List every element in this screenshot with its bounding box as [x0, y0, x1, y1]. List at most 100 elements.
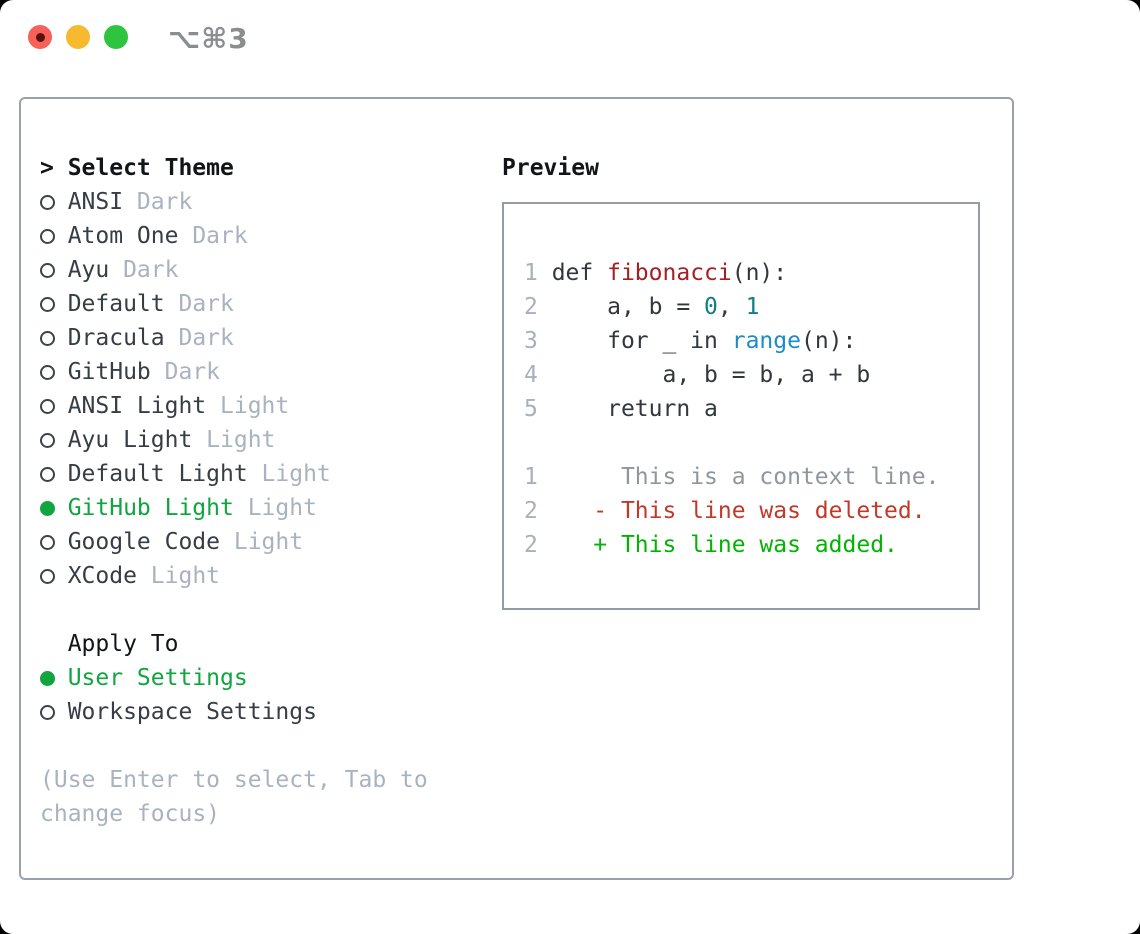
radio-icon: [40, 534, 68, 550]
code-segment-num: 0: [704, 294, 718, 320]
code-segment-fg: def: [537, 260, 608, 286]
select-theme-title: Select Theme: [67, 155, 234, 181]
code-segment-fg: (n):: [800, 328, 857, 354]
titlebar: ⌥⌘3: [0, 0, 1140, 97]
radio-selected-icon: [40, 500, 68, 516]
apply-option-label: Workspace Settings: [67, 699, 317, 725]
theme-variant-label: Dark: [164, 359, 221, 385]
theme-option-label: Google Code: [67, 529, 221, 555]
line-number: 5: [524, 396, 538, 422]
theme-option-label: Default Light: [67, 461, 248, 487]
code-line: 2 - This line was deleted.: [524, 494, 978, 528]
code-segment-builtin: range: [731, 328, 801, 354]
radio-icon: [40, 704, 68, 720]
code-line: 2 a, b = 0, 1: [524, 290, 978, 324]
code-line: 1 This is a context line.: [524, 460, 978, 494]
radio-icon: [40, 330, 68, 346]
close-dot-icon: [35, 32, 45, 42]
theme-option-label: GitHub Light: [67, 495, 234, 521]
code-segment-added: + This line was added.: [537, 532, 898, 558]
theme-option-github[interactable]: GitHub Dark: [40, 355, 502, 389]
code-line: 2 + This line was added.: [524, 528, 978, 562]
code-line: 4 a, b = b, a + b: [524, 358, 978, 392]
line-number: 2: [524, 498, 538, 524]
theme-option-xcode[interactable]: XCode Light: [40, 559, 502, 593]
line-number: 1: [524, 260, 538, 286]
line-number: 2: [524, 532, 538, 558]
theme-option-label: GitHub: [67, 359, 151, 385]
theme-option-label: Default: [67, 291, 165, 317]
radio-icon: [40, 466, 68, 482]
theme-option-google-code[interactable]: Google Code Light: [40, 525, 502, 559]
code-segment-fg: (n):: [731, 260, 788, 286]
code-segment-func: fibonacci: [607, 260, 732, 286]
line-number: 2: [524, 294, 538, 320]
code-line: 5 return a: [524, 392, 978, 426]
theme-variant-label: Light: [233, 529, 304, 555]
theme-option-label: ANSI Light: [67, 393, 207, 419]
apply-option-workspace-settings[interactable]: Workspace Settings: [40, 695, 502, 729]
code-segment-fg: a, b =: [537, 294, 705, 320]
line-number: 1: [524, 464, 538, 490]
theme-option-label: XCode: [67, 563, 137, 589]
code-line: [524, 426, 978, 460]
zoom-button[interactable]: [104, 25, 128, 49]
theme-variant-label: Light: [247, 495, 317, 521]
preview-column: Preview 1 def fibonacci(n):2 a, b = 0, 1…: [502, 151, 1012, 878]
theme-option-label: ANSI: [67, 189, 124, 215]
code-segment-fg: ,: [717, 294, 746, 320]
theme-variant-label: Dark: [178, 291, 234, 317]
code-segment-context: This is a context line.: [537, 464, 940, 490]
theme-variant-label: Light: [150, 563, 221, 589]
code-segment-fg: a, b = b, a + b: [537, 362, 871, 388]
apply-option-user-settings[interactable]: User Settings: [40, 661, 502, 695]
minimize-button[interactable]: [66, 25, 90, 49]
theme-option-label: Dracula: [67, 325, 165, 351]
select-theme-header: > Select Theme: [40, 151, 502, 185]
close-button[interactable]: [28, 25, 52, 49]
preview-title: Preview: [502, 155, 599, 181]
traffic-lights: [28, 25, 128, 49]
prompt-cursor-icon: >: [40, 155, 54, 181]
radio-icon: [40, 296, 68, 312]
theme-option-default[interactable]: Default Dark: [40, 287, 502, 321]
hotkey-label: ⌥⌘3: [168, 22, 249, 55]
code-segment-removed: - This line was deleted.: [537, 498, 926, 524]
theme-variant-label: Dark: [178, 325, 234, 351]
radio-icon: [40, 398, 68, 414]
apply-to-header: Apply To: [40, 627, 502, 661]
radio-icon: [40, 194, 68, 210]
code-line: 1 def fibonacci(n):: [524, 256, 978, 290]
theme-option-github-light[interactable]: GitHub Light Light: [40, 491, 502, 525]
code-segment-fg: for _ in: [537, 328, 732, 354]
spacer: [40, 593, 502, 627]
theme-option-label: Ayu: [67, 257, 110, 283]
theme-variant-label: Dark: [192, 223, 248, 249]
code-line: 3 for _ in range(n):: [524, 324, 978, 358]
theme-option-label: Ayu Light: [67, 427, 193, 453]
radio-selected-icon: [40, 670, 68, 686]
radio-icon: [40, 262, 68, 278]
line-number: 4: [524, 362, 538, 388]
help-text: (Use Enter to select, Tab to change focu…: [40, 767, 428, 827]
radio-icon: [40, 568, 68, 584]
radio-icon: [40, 432, 68, 448]
code-segment-fg: return a: [537, 396, 718, 422]
radio-icon: [40, 364, 68, 380]
theme-option-dracula[interactable]: Dracula Dark: [40, 321, 502, 355]
spacer: [40, 729, 502, 763]
line-number: 3: [524, 328, 538, 354]
